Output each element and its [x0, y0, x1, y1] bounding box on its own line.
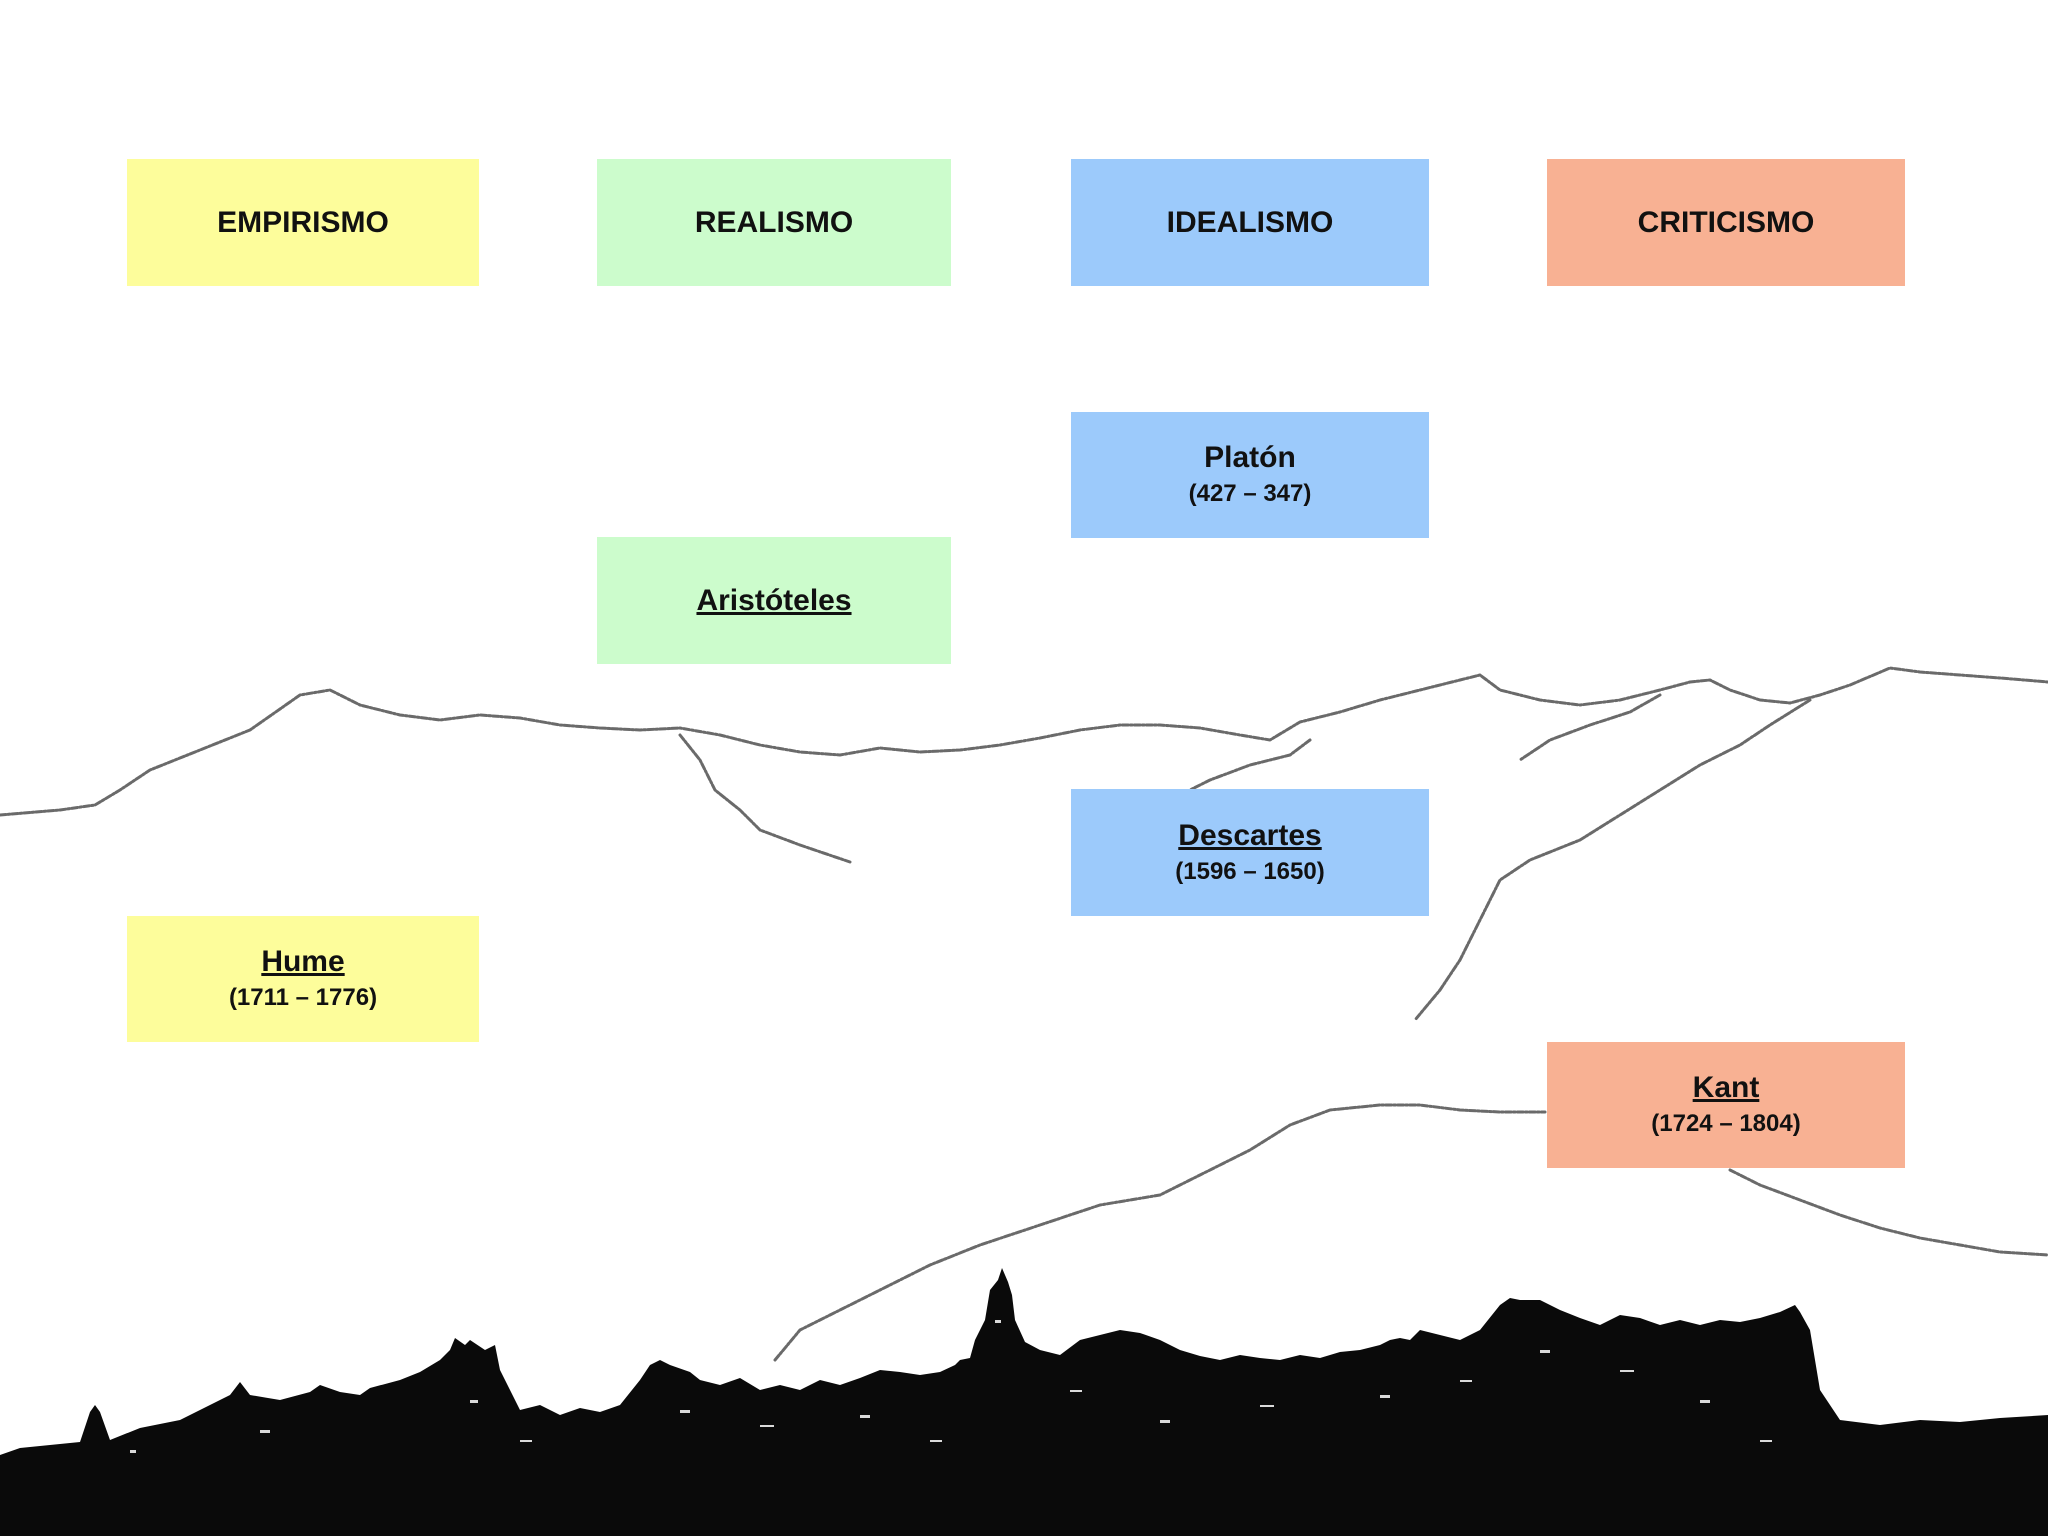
- philosopher-kant: Kant (1724 – 1804): [1547, 1042, 1905, 1168]
- kant-dates: (1724 – 1804): [1651, 1110, 1801, 1137]
- philosopher-descartes: Descartes (1596 – 1650): [1071, 789, 1429, 916]
- philosopher-platon: Platón (427 – 347): [1071, 412, 1429, 538]
- descartes-dates: (1596 – 1650): [1175, 857, 1325, 885]
- hume-name-link[interactable]: Hume: [261, 945, 345, 978]
- header-realismo-label: REALISMO: [694, 205, 854, 239]
- header-idealismo: IDEALISMO: [1071, 159, 1429, 286]
- philosopher-aristoteles: Aristóteles: [597, 537, 951, 664]
- platon-dates: (427 – 347): [1188, 480, 1312, 507]
- platon-name: Platón: [1204, 441, 1296, 474]
- kant-name-link[interactable]: Kant: [1692, 1071, 1760, 1104]
- header-realismo: REALISMO: [597, 159, 951, 286]
- header-idealismo-label: IDEALISMO: [1166, 205, 1334, 239]
- header-empirismo-label: EMPIRISMO: [217, 205, 389, 239]
- hume-dates: (1711 – 1776): [228, 984, 378, 1011]
- header-criticismo-label: CRITICISMO: [1637, 205, 1815, 239]
- philosopher-hume: Hume (1711 – 1776): [127, 916, 479, 1042]
- descartes-name-link[interactable]: Descartes: [1178, 818, 1322, 852]
- header-criticismo: CRITICISMO: [1547, 159, 1905, 286]
- aristoteles-name-link[interactable]: Aristóteles: [696, 583, 852, 617]
- header-empirismo: EMPIRISMO: [127, 159, 479, 286]
